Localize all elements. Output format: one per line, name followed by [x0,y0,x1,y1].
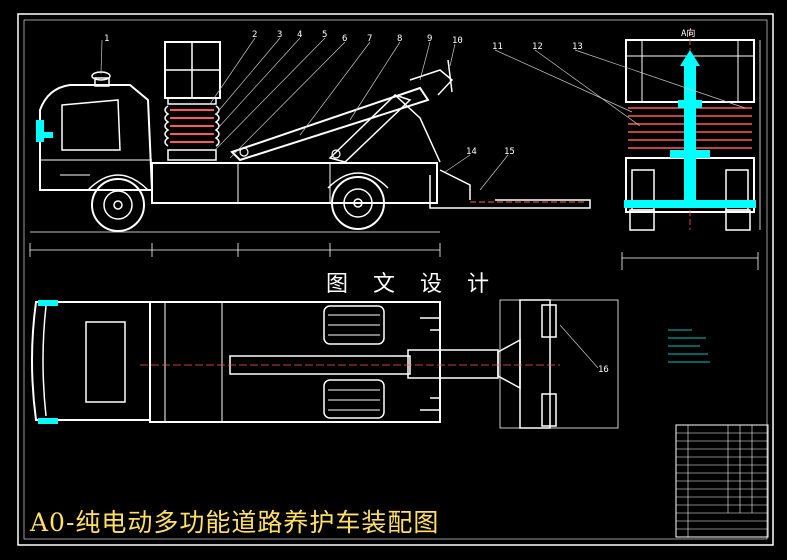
part-number-15: 15 [504,147,515,157]
part-number-12: 12 [532,42,543,52]
drawing-border [17,13,774,546]
part-number-13: 13 [572,42,583,52]
part-number-10: 10 [452,36,463,46]
part-number-7: 7 [367,34,373,44]
part-number-5: 5 [322,30,328,40]
title-block [675,424,769,538]
side-dimensions [29,231,441,257]
view-label: A向 [681,29,696,39]
overlay-watermark-text: 图 文 设 计 [326,272,498,297]
top-accents [38,300,58,424]
part-number-2: 2 [252,30,258,40]
front-cylinder [624,50,756,208]
part-number-16: 16 [598,365,609,375]
part-number-6: 6 [342,34,348,44]
top-view [31,299,619,429]
drawing-title-caption: A0-纯电动多功能道路养护车装配图 [30,508,440,537]
part-number-1: 1 [104,34,110,44]
part-number-9: 9 [427,34,433,44]
part-number-14: 14 [466,147,477,157]
technical-notes [668,329,710,363]
side-accents [36,120,53,142]
part-number-8: 8 [397,34,403,44]
part-number-11: 11 [492,42,503,52]
lift-spring [170,109,214,143]
part-number-3: 3 [277,30,283,40]
side-view [39,41,591,232]
leader-lines [100,37,746,369]
part-number-4: 4 [297,30,303,40]
